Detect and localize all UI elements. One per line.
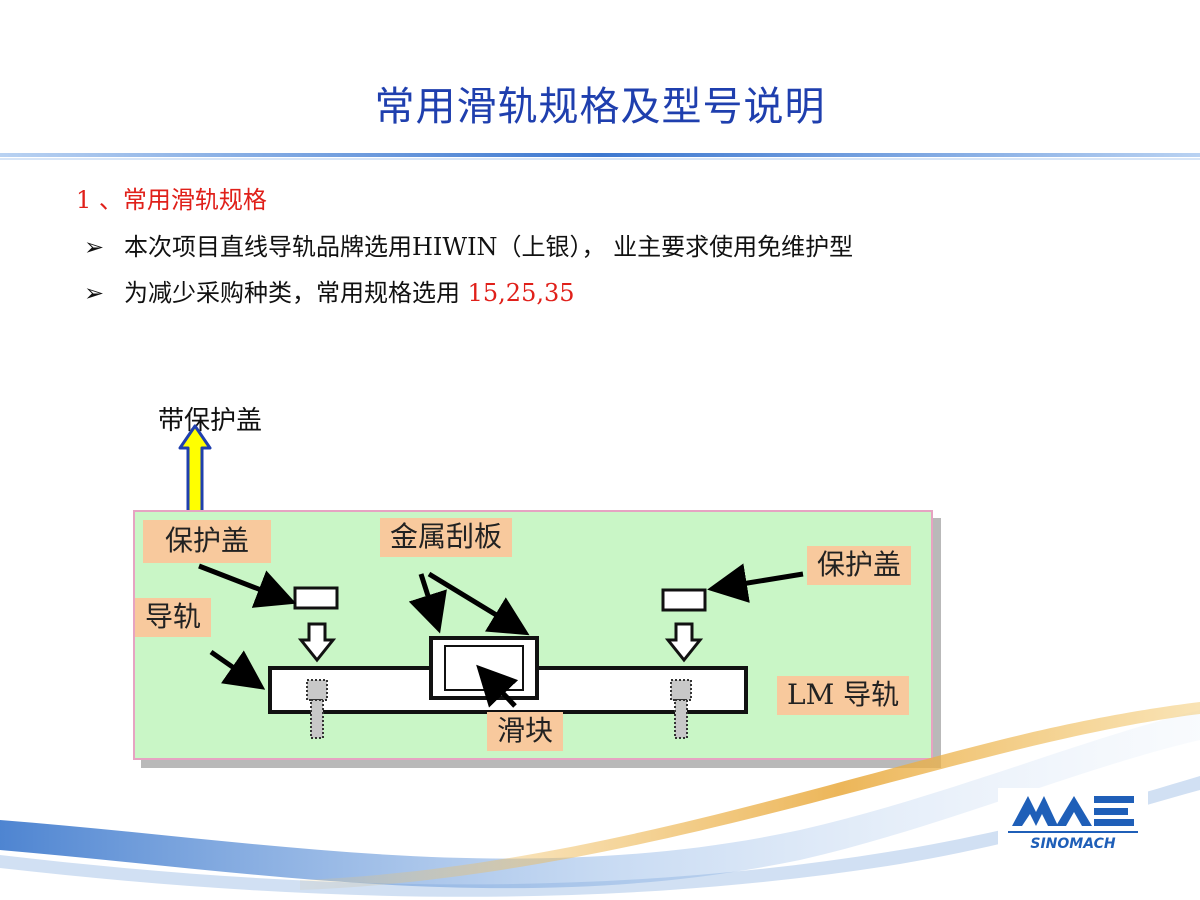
bullet-text: 为减少采购种类，常用规格选用 [124,279,468,307]
logo-text: SINOMACH [1030,836,1116,852]
spec-sizes-highlight: 15,25,35 [467,279,575,307]
label-lm-rail: LM 导轨 [777,676,910,715]
decorative-wave [0,702,1200,897]
bullet-item-specs: ➢ 为减少采购种类，常用规格选用 15,25,35 [84,273,575,308]
cover-note: 带保护盖 [158,406,263,436]
section-heading: 1 、常用滑轨规格 [76,186,267,214]
label-metal-scraper: 金属刮板 [380,518,513,557]
label-cover-right: 保护盖 [807,546,912,585]
label-rail: 导轨 [135,598,212,637]
slide-title: 常用滑轨规格及型号说明 [374,84,826,130]
label-slider: 滑块 [487,712,564,751]
bullet-arrow-icon: ➢ [84,279,105,307]
bullet-item-brand: ➢ 本次项目直线导轨品牌选用HIWIN（上银）， 业主要求使用免维护型 [84,227,853,262]
sinomach-logo-icon: SINOMACH [998,788,1148,856]
bullet-text: 本次项目直线导轨品牌选用HIWIN（上银）， 业主要求使用免维护型 [124,233,854,261]
label-cover-left: 保护盖 [143,520,272,563]
up-arrow-icon [178,424,212,520]
diagram-artwork [198,563,804,739]
linear-guide-diagram: 保护盖 金属刮板 保护盖 导轨 LM 导轨 滑块 [133,510,933,760]
bullet-arrow-icon: ➢ [84,233,105,261]
company-logo: SINOMACH [998,788,1148,856]
title-divider [0,153,1200,160]
